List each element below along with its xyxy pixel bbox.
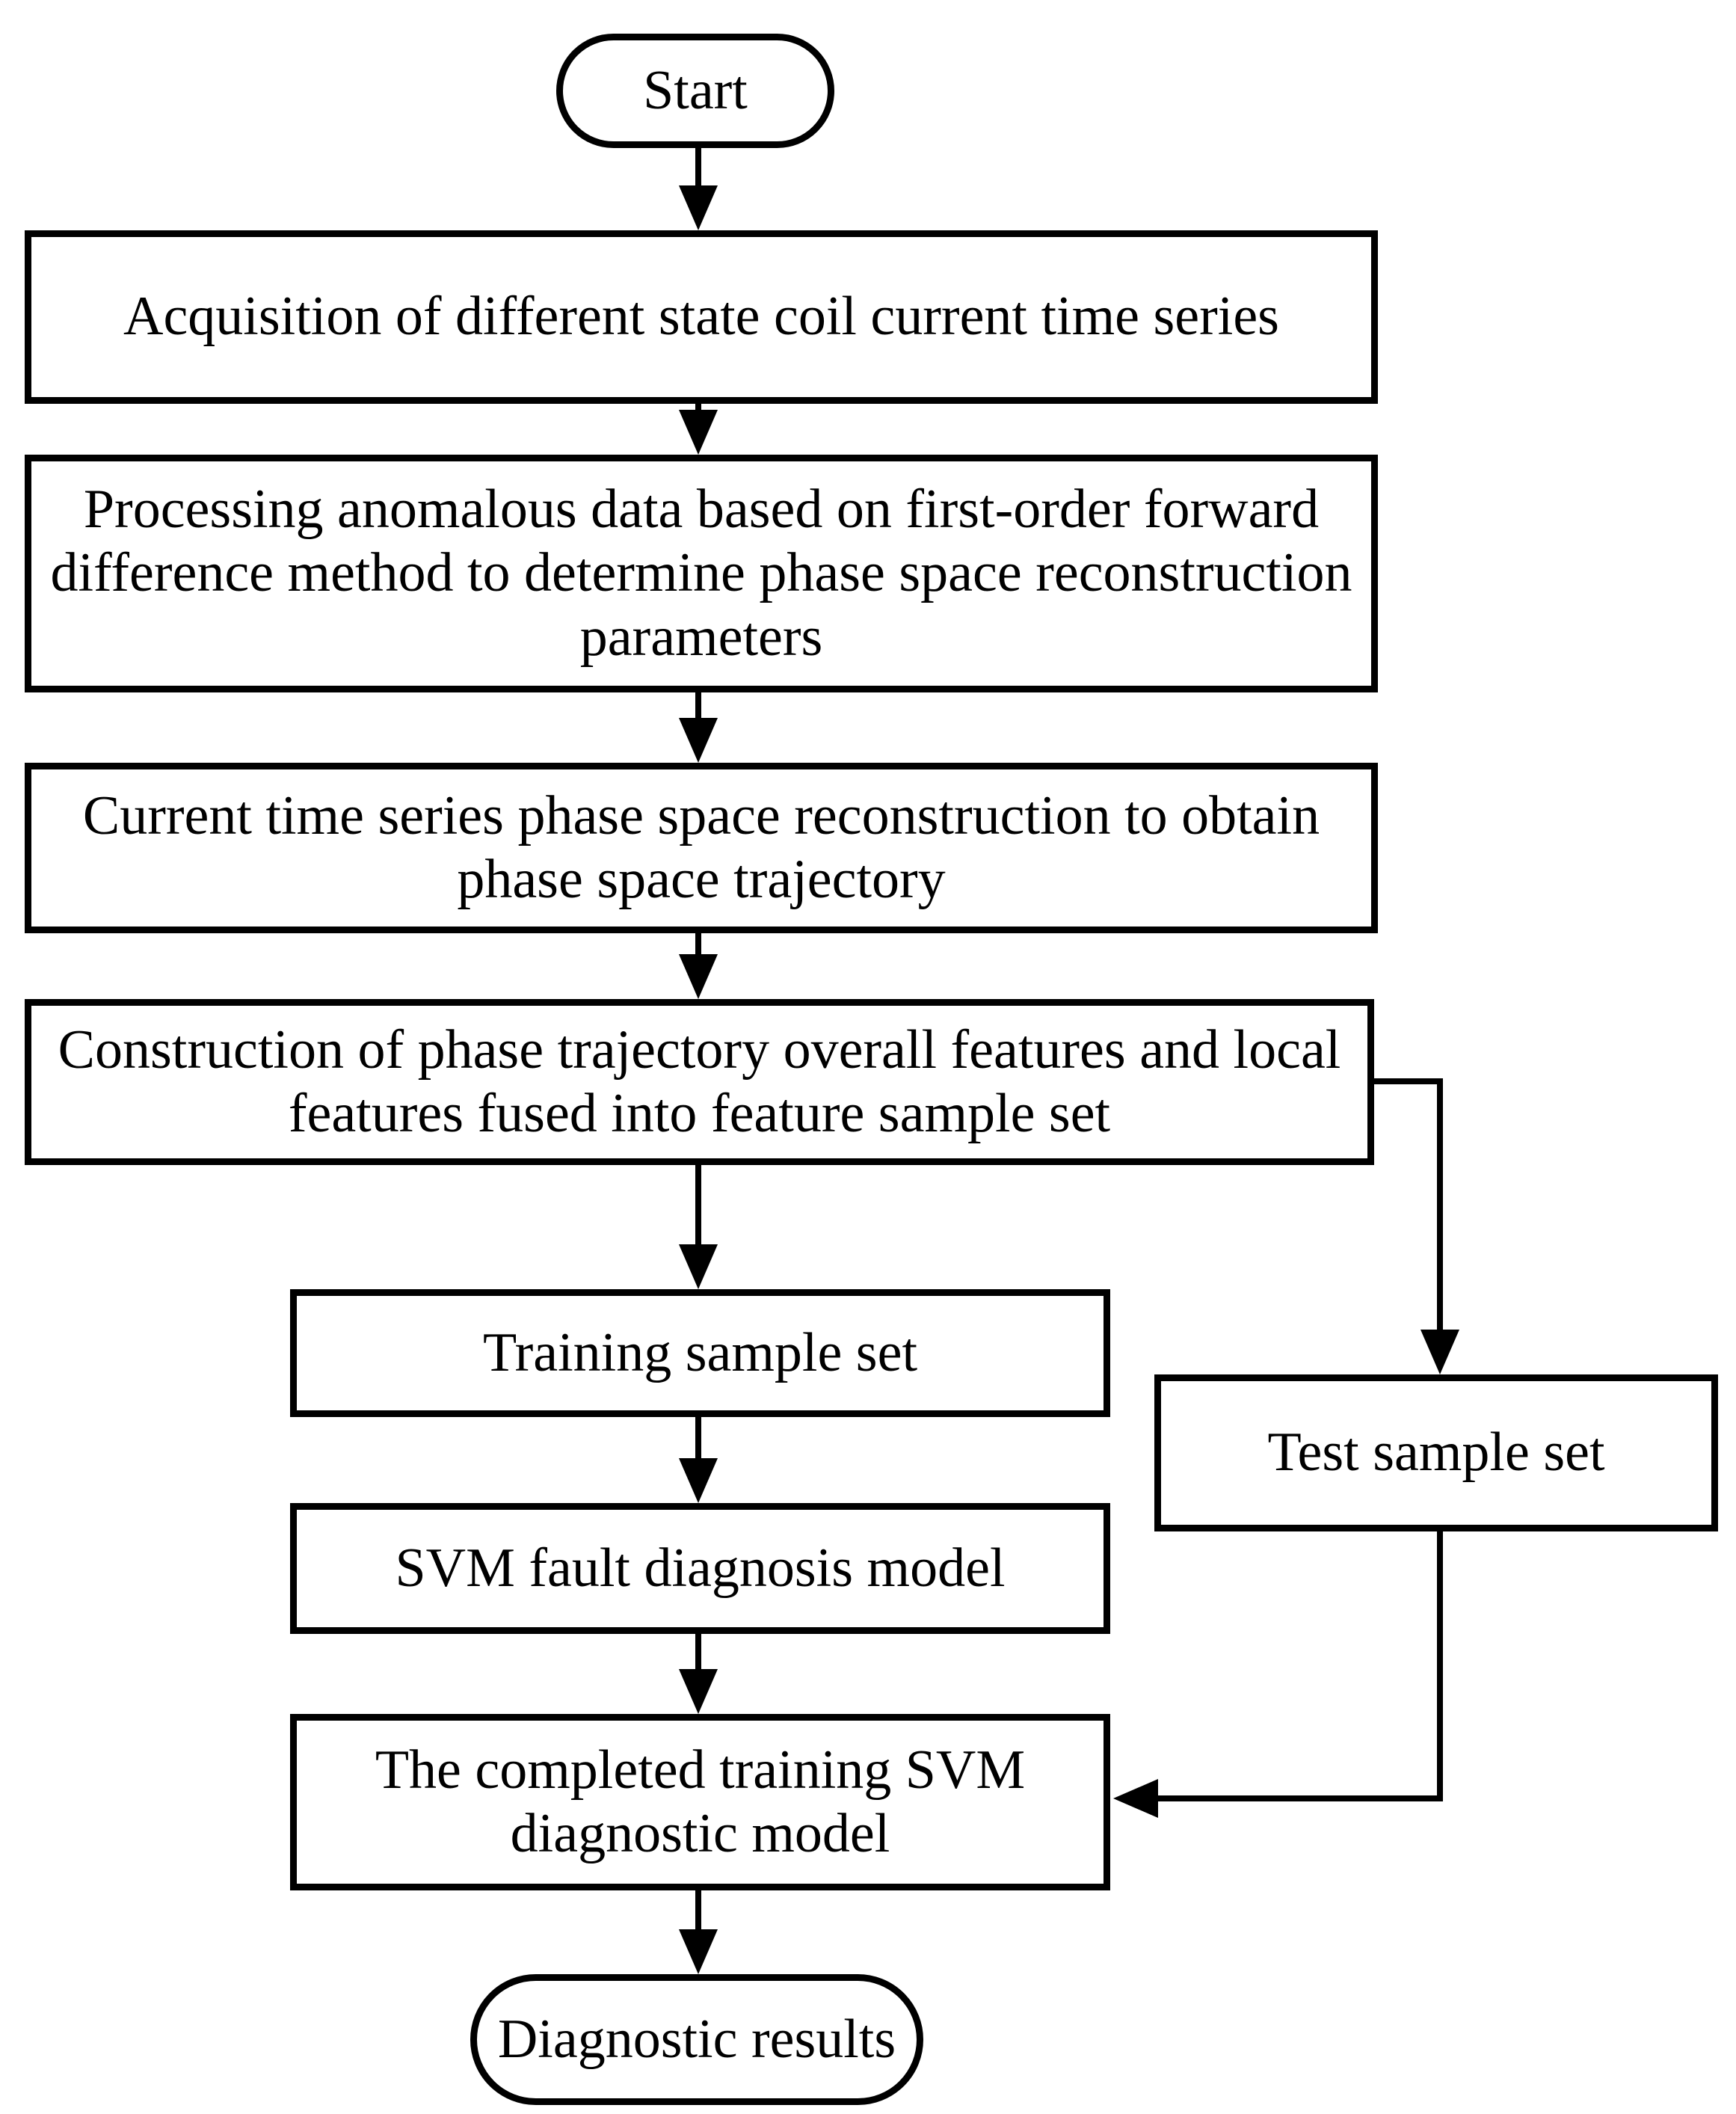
arrow-completed-to-results-head-icon xyxy=(679,1929,718,1974)
arrow-processing-to-reconstruction-head-icon xyxy=(679,718,718,763)
node-label-start: Start xyxy=(643,59,748,121)
node-label-completed-model: The completed training SVM diagnostic mo… xyxy=(375,1739,1026,1864)
arrow-reconstruction-to-construction-head-icon xyxy=(679,954,718,999)
node-label-training-sample-set: Training sample set xyxy=(482,1321,917,1383)
node-label-diagnostic-results: Diagnostic results xyxy=(497,2008,896,2070)
arrow-acquisition-to-processing-shaft xyxy=(695,404,701,414)
arrow-processing-to-reconstruction-shaft xyxy=(695,692,701,721)
flowchart-node-processing: Processing anomalous data based on first… xyxy=(25,455,1378,692)
flowchart-node-acquisition: Acquisition of different state coil curr… xyxy=(25,230,1378,404)
flowchart-node-start: Start xyxy=(556,34,834,148)
flowchart-node-training-sample-set: Training sample set xyxy=(290,1289,1110,1417)
arrow-training-to-svm-head-icon xyxy=(679,1458,718,1503)
arrow-test-to-completed-vertical xyxy=(1437,1531,1443,1801)
node-label-processing: Processing anomalous data based on first… xyxy=(50,479,1352,668)
flowchart-node-test-sample-set: Test sample set xyxy=(1154,1374,1718,1531)
arrow-completed-to-results-shaft xyxy=(695,1890,701,1932)
node-label-construction: Construction of phase trajectory overall… xyxy=(58,1018,1341,1144)
arrow-svm-to-completed-head-icon xyxy=(679,1669,718,1714)
arrow-reconstruction-to-construction-shaft xyxy=(695,933,701,957)
node-label-test-sample-set: Test sample set xyxy=(1267,1422,1605,1484)
arrow-construction-to-training-head-icon xyxy=(679,1244,718,1289)
arrow-construction-to-test-horizontal xyxy=(1374,1078,1443,1084)
node-label-svm-model: SVM fault diagnosis model xyxy=(395,1537,1006,1599)
arrow-test-to-completed-horizontal xyxy=(1152,1795,1443,1801)
arrow-construction-to-training-shaft xyxy=(695,1165,701,1247)
arrow-svm-to-completed-shaft xyxy=(695,1634,701,1672)
flowchart-node-diagnostic-results: Diagnostic results xyxy=(470,1974,923,2105)
arrow-construction-to-test-vertical xyxy=(1437,1078,1443,1333)
arrow-start-to-acquisition-head-icon xyxy=(679,185,718,230)
flowchart-node-reconstruction: Current time series phase space reconstr… xyxy=(25,763,1378,933)
arrow-test-to-completed-head-icon xyxy=(1113,1779,1158,1818)
arrow-construction-to-test-head-icon xyxy=(1420,1330,1459,1374)
node-label-reconstruction: Current time series phase space reconstr… xyxy=(82,784,1320,910)
flowchart-node-construction: Construction of phase trajectory overall… xyxy=(25,999,1374,1165)
node-label-acquisition: Acquisition of different state coil curr… xyxy=(123,286,1279,348)
arrow-start-to-acquisition-shaft xyxy=(695,147,701,188)
flowchart-node-svm-model: SVM fault diagnosis model xyxy=(290,1503,1110,1634)
arrow-acquisition-to-processing-head-icon xyxy=(679,410,718,455)
flowchart-node-completed-model: The completed training SVM diagnostic mo… xyxy=(290,1714,1110,1890)
arrow-training-to-svm-shaft xyxy=(695,1417,701,1461)
